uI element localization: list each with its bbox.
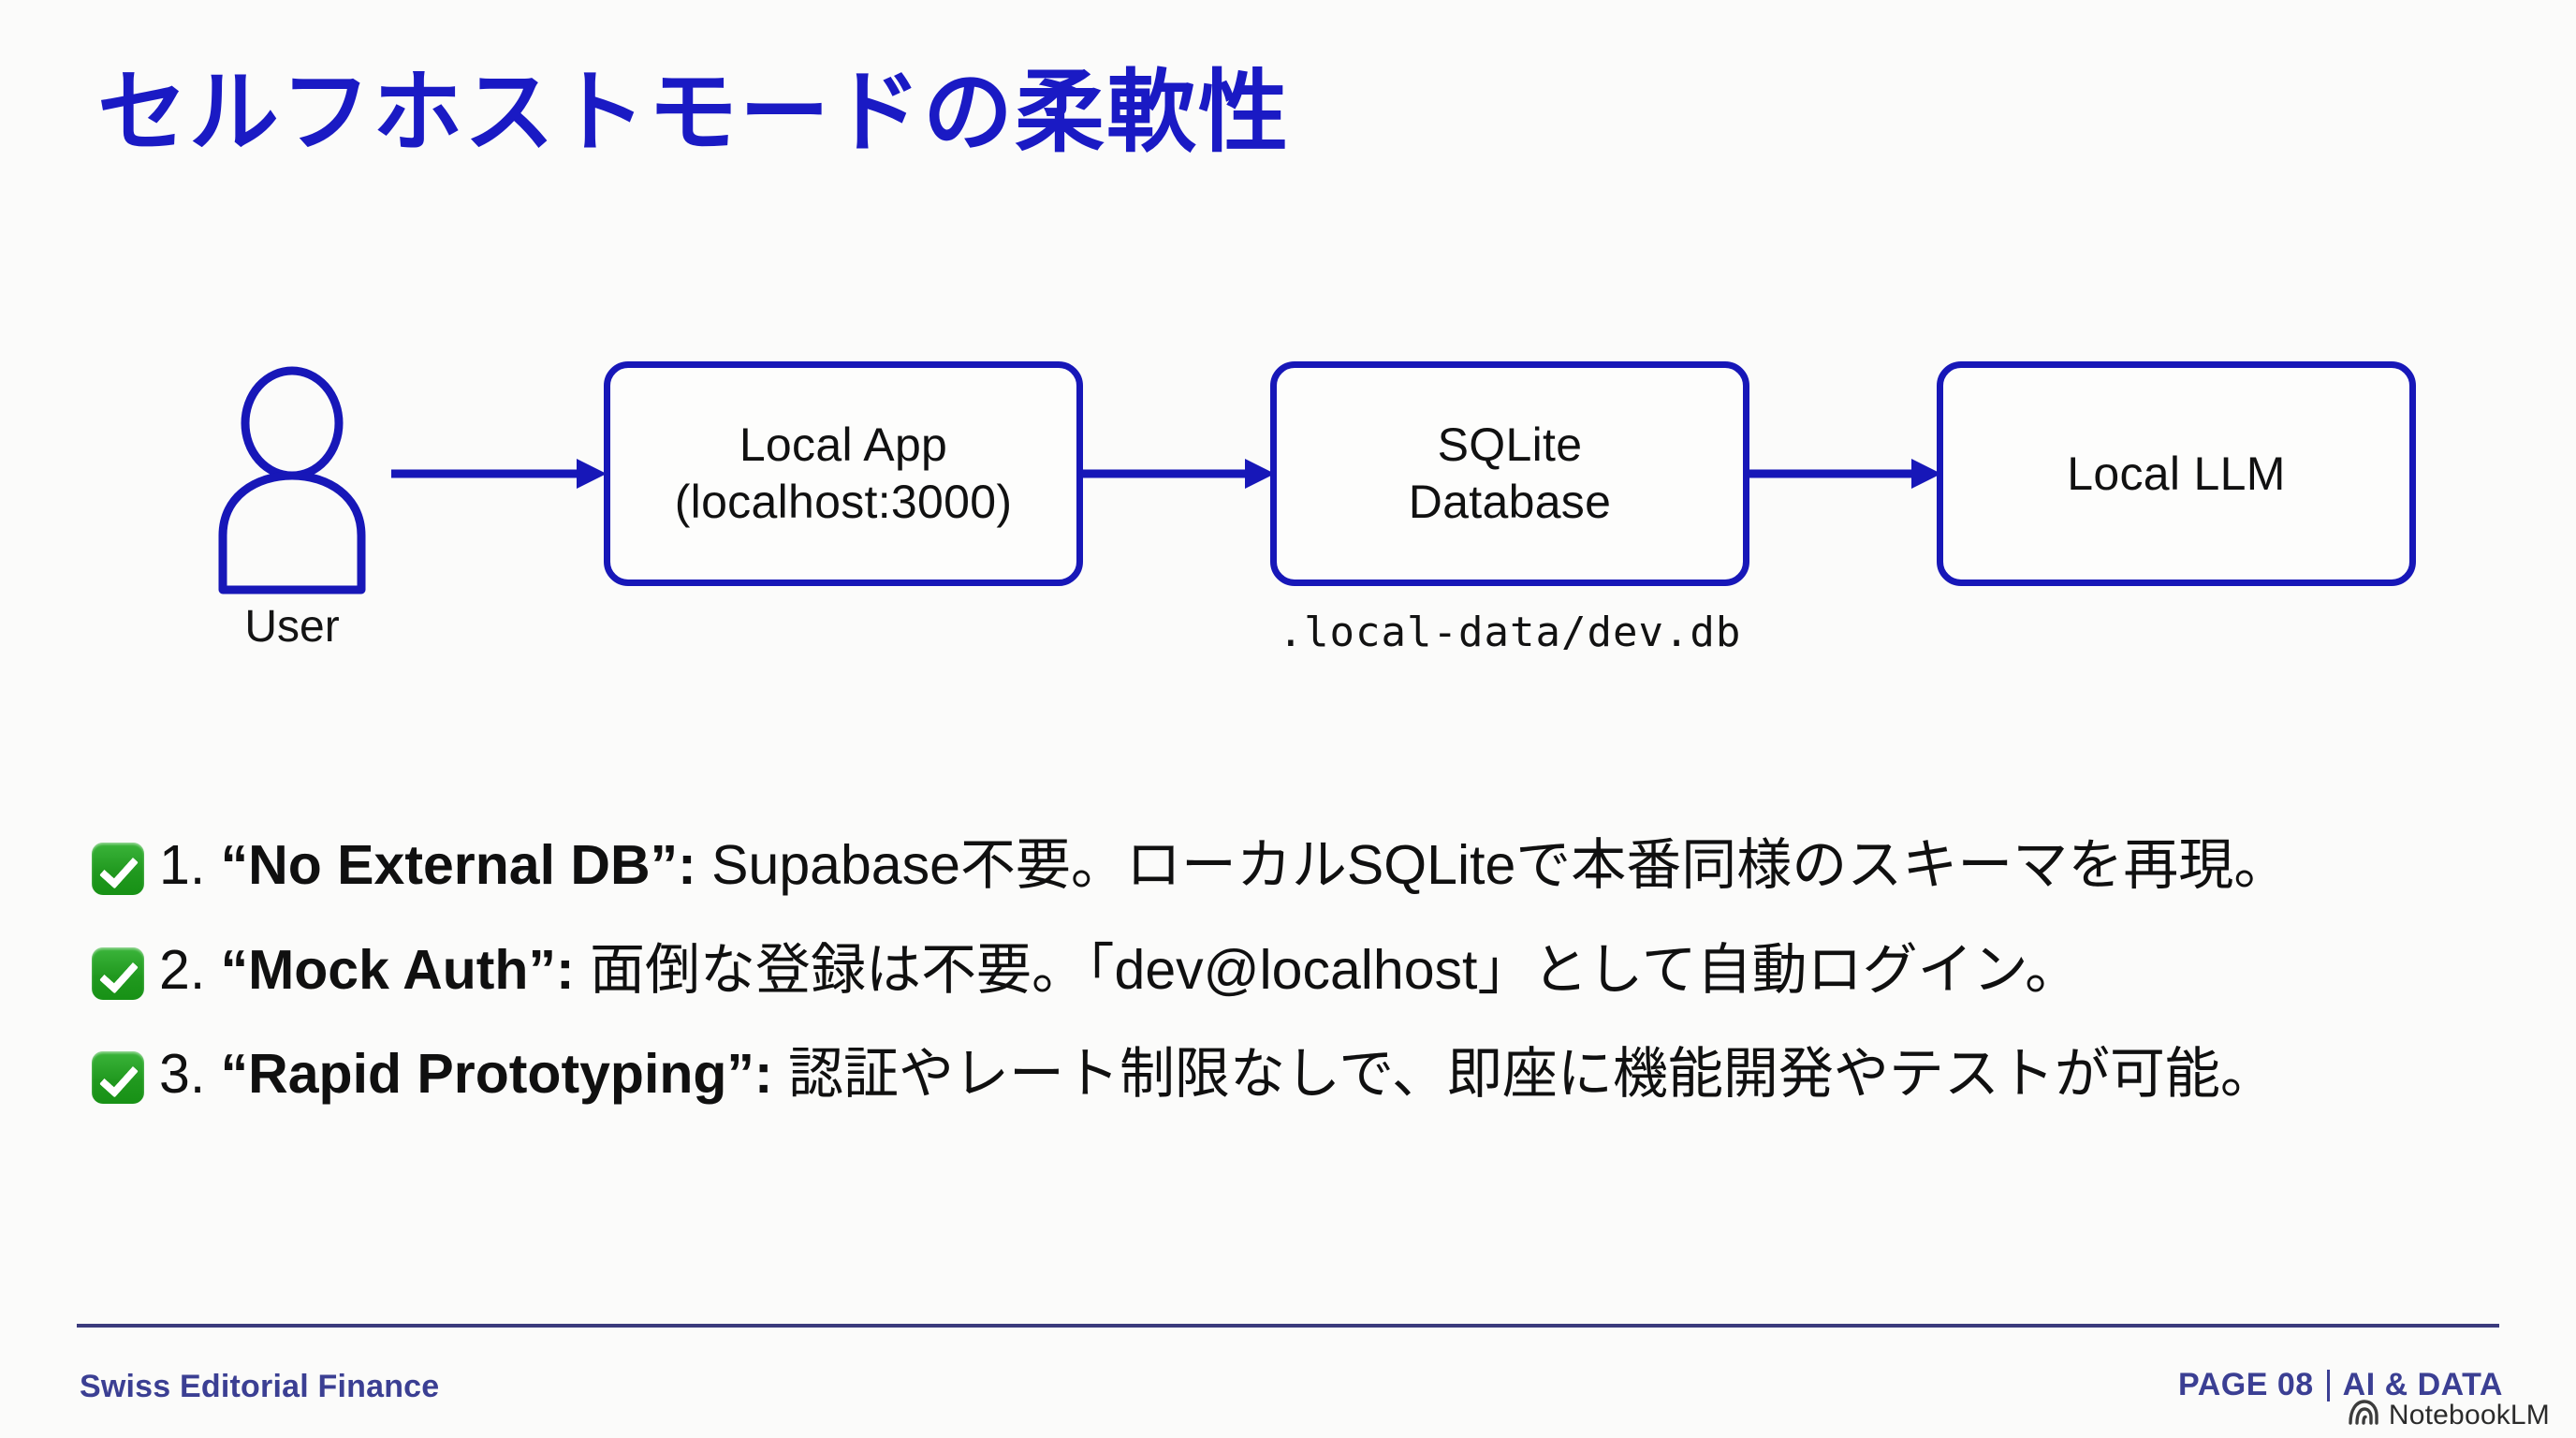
list-item-body: 面倒な登録は不要。「dev@localhost」として自動ログイン。 [590,938,2081,1001]
list-item-number: 2. [159,938,206,1001]
node-local-llm: Local LLM [1937,361,2416,586]
list-item-term: “Rapid Prototyping”: [220,1043,773,1106]
footer-section-label: AI & DATA [2342,1367,2503,1402]
footer-separator [2326,1369,2330,1401]
node-local-app: Local App (localhost:3000) [604,361,1083,586]
page-title: セルフホストモードの柔軟性 [97,63,1290,163]
footer-page-label: PAGE 08 [2178,1367,2314,1402]
db-path-caption: .local-data/dev.db [1278,609,1742,656]
node-local-app-line2: (localhost:3000) [674,476,1013,528]
node-local-app-line1: Local App [739,418,948,471]
list-item-number: 1. [159,834,206,896]
node-local-llm-line1: Local LLM [2067,447,2286,500]
check-mark-icon [92,1051,144,1105]
list-item: 3. “Rapid Prototyping”: 認証やレート制限なしで、即座に機… [92,1042,2507,1108]
arrow-db-to-llm [1743,455,1941,492]
footer-divider [77,1324,2499,1328]
architecture-diagram: User Local App (localhost:3000) [0,337,2576,674]
notebooklm-label: NotebookLM [2388,1400,2550,1431]
user-caption: User [244,602,340,652]
arrow-user-to-app [391,455,607,492]
footer-meta: PAGE 08 AI & DATA [2178,1367,2503,1403]
list-item: 1. “No External DB”: Supabase不要。ローカルSQLi… [92,833,2507,899]
node-sqlite-line2: Database [1408,476,1612,528]
arrow-app-to-db [1076,455,1275,492]
node-sqlite-line1: SQLite [1437,418,1583,471]
list-item-number: 3. [159,1043,206,1106]
list-item: 2. “Mock Auth”: 面倒な登録は不要。「dev@localhost」… [92,938,2507,1004]
feature-list: 1. “No External DB”: Supabase不要。ローカルSQLi… [92,833,2507,1147]
check-mark-icon [92,946,144,1000]
list-item-term: “No External DB”: [220,834,696,896]
notebooklm-spiral-icon [2348,1399,2379,1432]
list-item-body: 認証やレート制限なしで、即座に機能開発やテストが可能。 [787,1043,2276,1106]
list-item-term: “Mock Auth”: [220,938,575,1001]
list-item-body: Supabase不要。ローカルSQLiteで本番同様のスキーマを再現。 [711,834,2290,896]
notebooklm-watermark: NotebookLM [2348,1399,2550,1432]
footer-brand: Swiss Editorial Finance [80,1369,440,1404]
check-mark-icon [92,843,144,895]
user-person-icon [198,365,386,599]
node-sqlite-database: SQLite Database [1270,361,1749,586]
